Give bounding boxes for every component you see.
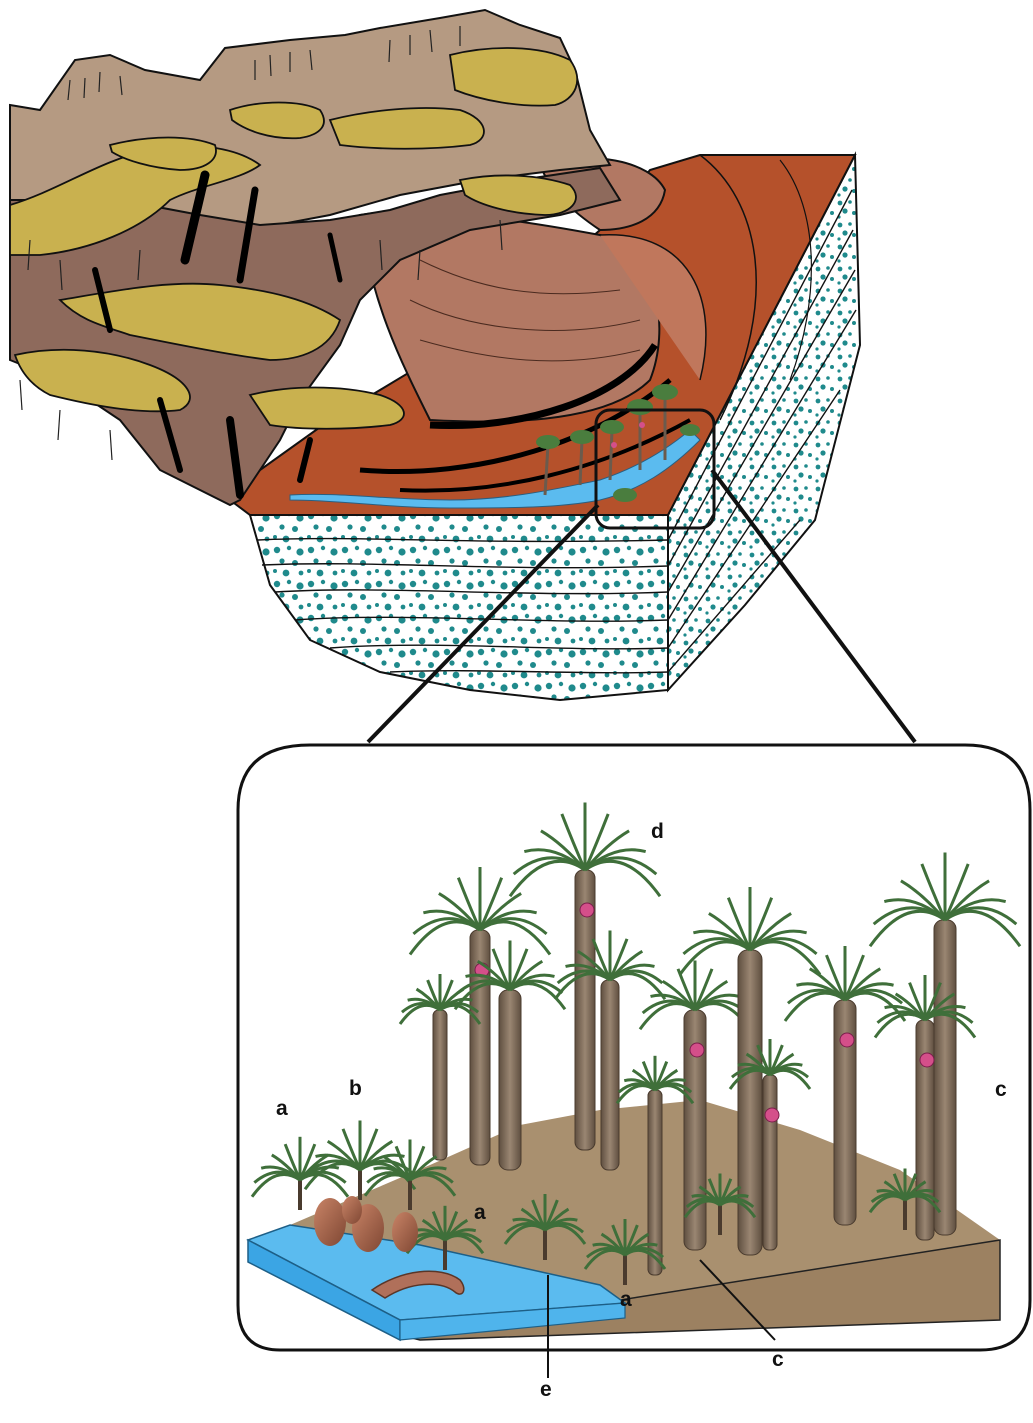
tree-trunk	[763, 1075, 777, 1250]
cone-flower	[765, 1108, 779, 1122]
cone-flower	[920, 1053, 934, 1067]
tree-trunk	[934, 920, 956, 1235]
block-diagram	[10, 10, 860, 700]
tree-trunk	[499, 990, 521, 1170]
tree-trunk	[601, 980, 619, 1170]
label-a-middle: a	[474, 1201, 486, 1224]
label-a-bottom: a	[620, 1288, 632, 1311]
cone-flower	[840, 1033, 854, 1047]
label-e: e	[540, 1378, 552, 1401]
label-c-bottom: c	[772, 1348, 784, 1371]
label-d: d	[651, 820, 664, 843]
inset-panel	[238, 745, 1030, 1350]
cone-flower	[580, 903, 594, 917]
label-c-right: c	[995, 1078, 1007, 1101]
label-b: b	[349, 1077, 362, 1100]
tree-trunk	[648, 1090, 662, 1275]
label-a-left: a	[276, 1097, 288, 1120]
cone-flower	[690, 1043, 704, 1057]
tree-trunk	[433, 1010, 447, 1160]
